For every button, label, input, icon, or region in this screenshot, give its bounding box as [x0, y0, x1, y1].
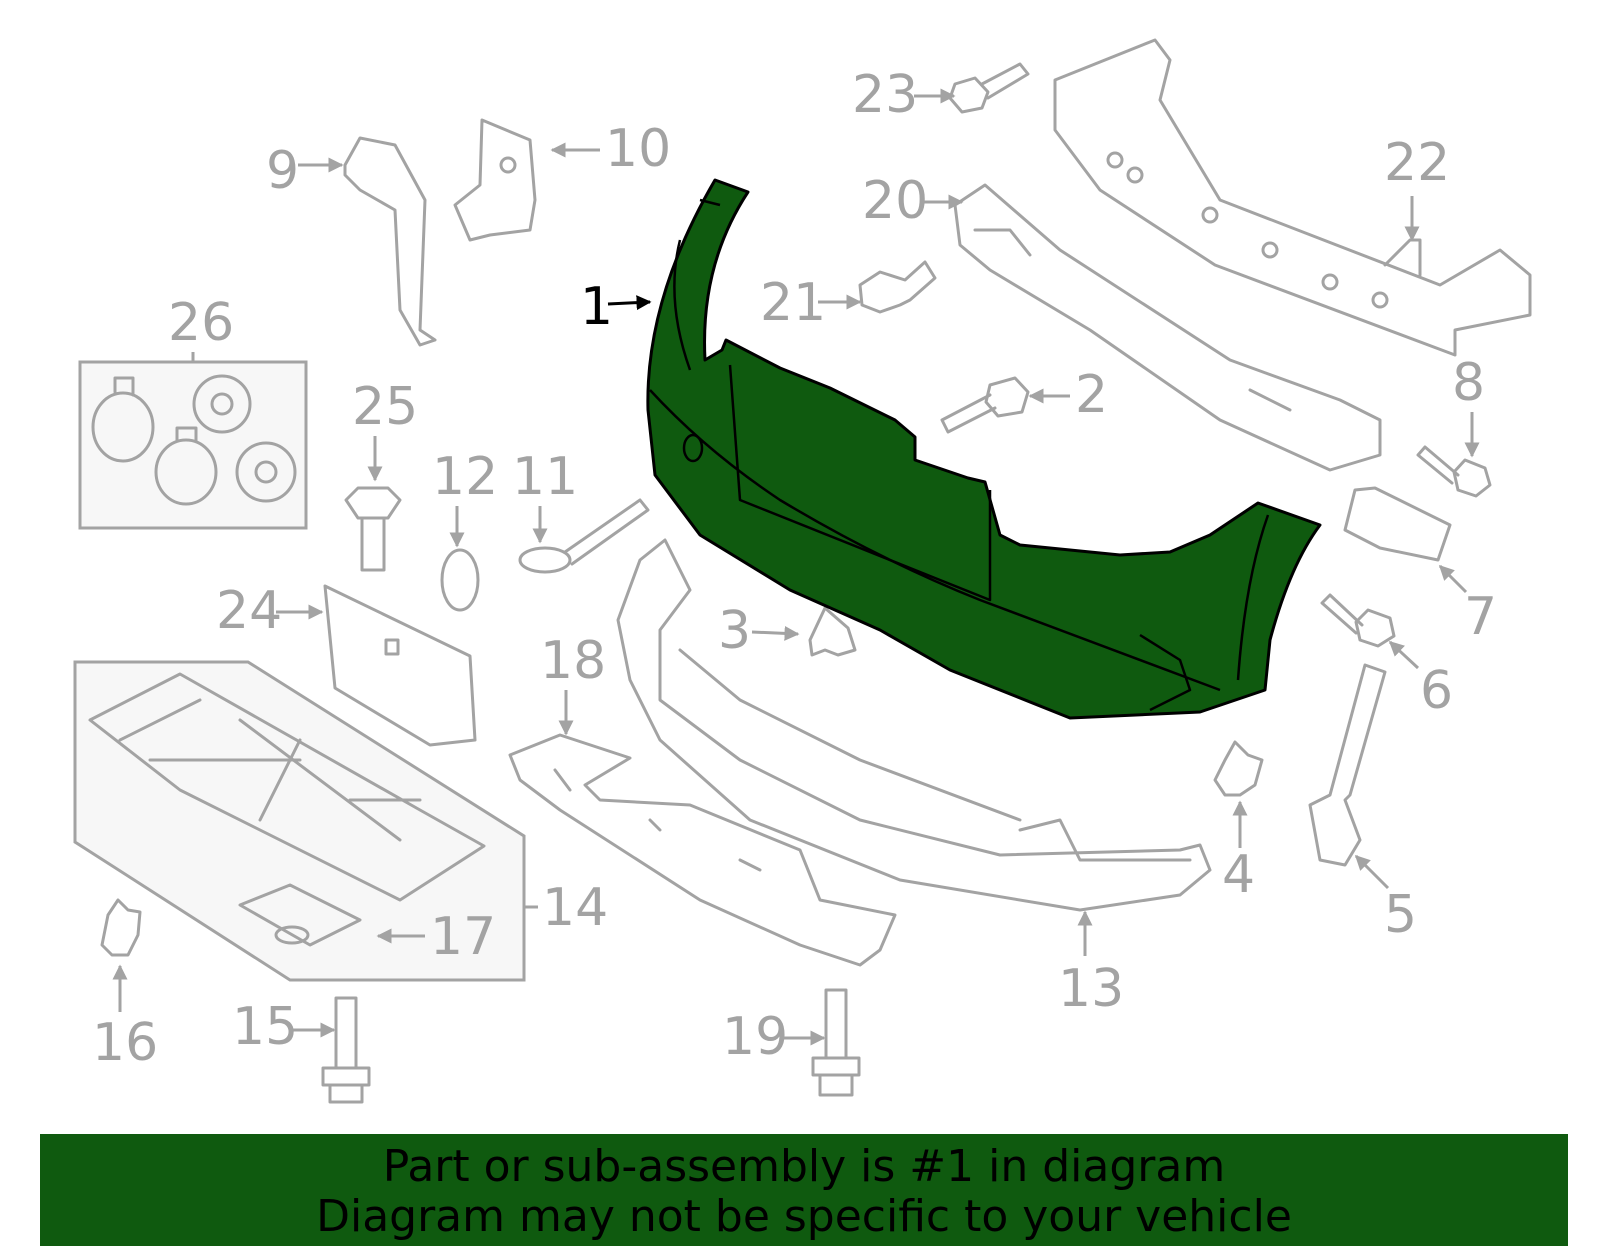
svg-text:15: 15 — [232, 997, 298, 1057]
callout-6: 6 — [1388, 640, 1453, 721]
part-23-bolt[interactable] — [948, 62, 1030, 114]
svg-text:14: 14 — [542, 878, 608, 938]
svg-text:6: 6 — [1420, 661, 1453, 721]
part-13-lower-cover[interactable] — [616, 538, 1212, 912]
svg-text:1: 1 — [580, 277, 613, 337]
callout-13: 13 — [1058, 910, 1124, 1019]
svg-text:16: 16 — [92, 1013, 158, 1073]
banner-line-1: Part or sub-assembly is #1 in diagram — [382, 1141, 1226, 1192]
svg-text:13: 13 — [1058, 959, 1124, 1019]
callout-19: 19 — [722, 1007, 826, 1067]
callout-5: 5 — [1354, 854, 1417, 945]
svg-text:19: 19 — [722, 1007, 788, 1067]
part-10-bracket[interactable] — [453, 118, 537, 242]
part-25-bolt[interactable] — [344, 486, 402, 572]
callout-1: 1 — [580, 277, 652, 337]
callout-23: 23 — [852, 65, 956, 125]
svg-text:23: 23 — [852, 65, 918, 125]
part-5-bracket[interactable] — [1308, 663, 1387, 867]
callout-10: 10 — [550, 119, 671, 179]
callout-9: 9 — [266, 141, 344, 201]
svg-text:4: 4 — [1222, 845, 1255, 905]
svg-text:20: 20 — [862, 171, 928, 231]
part-22-reinforcement[interactable] — [1053, 38, 1532, 357]
svg-text:25: 25 — [352, 377, 418, 437]
svg-text:12: 12 — [432, 447, 498, 507]
part-7-bracket[interactable] — [1343, 486, 1452, 562]
callout-8: 8 — [1452, 353, 1485, 458]
callout-18: 18 — [540, 631, 606, 736]
part-24-panel[interactable] — [323, 584, 477, 747]
callout-2: 2 — [1028, 365, 1108, 425]
svg-text:18: 18 — [540, 631, 606, 691]
svg-text:8: 8 — [1452, 353, 1485, 413]
part-8-bolt[interactable] — [1416, 445, 1492, 498]
callout-26: 26 — [168, 293, 234, 362]
part-26-plug-kit[interactable] — [78, 360, 308, 530]
part-11-clip[interactable] — [518, 498, 650, 574]
callout-20: 20 — [862, 171, 964, 231]
part-12-grommet[interactable] — [440, 548, 480, 612]
callout-4: 4 — [1222, 800, 1255, 905]
part-18-lower-bracket[interactable] — [508, 733, 897, 967]
svg-text:2: 2 — [1075, 365, 1108, 425]
part-1-bumper-cover[interactable] — [646, 178, 1322, 720]
part-15-bolt[interactable] — [321, 996, 371, 1104]
part-21-clip[interactable] — [858, 260, 937, 314]
part-20-absorber[interactable] — [953, 183, 1382, 472]
svg-text:24: 24 — [216, 581, 282, 641]
callout-25: 25 — [352, 377, 418, 482]
part-4-clip[interactable] — [1213, 740, 1264, 797]
part-19-bolt[interactable] — [811, 988, 861, 1097]
banner-line-2: Diagram may not be specific to your vehi… — [316, 1191, 1292, 1242]
svg-text:26: 26 — [168, 293, 234, 353]
callout-7: 7 — [1438, 564, 1497, 647]
callout-15: 15 — [232, 997, 336, 1057]
svg-text:22: 22 — [1384, 133, 1450, 193]
callout-16: 16 — [92, 964, 158, 1073]
part-16-clip[interactable] — [100, 898, 142, 957]
part-14-under-cover[interactable] — [73, 660, 526, 982]
svg-text:5: 5 — [1384, 885, 1417, 945]
callout-14: 14 — [524, 878, 608, 938]
part-6-bolt[interactable] — [1320, 593, 1396, 648]
svg-text:21: 21 — [760, 273, 826, 333]
callout-3: 3 — [718, 601, 800, 661]
part-2-bolt[interactable] — [940, 376, 1030, 434]
callout-21: 21 — [760, 273, 862, 333]
part-9-bracket[interactable] — [343, 136, 437, 347]
svg-text:3: 3 — [718, 601, 751, 661]
svg-text:7: 7 — [1464, 587, 1497, 647]
callout-17: 17 — [376, 907, 496, 967]
svg-text:17: 17 — [430, 907, 496, 967]
info-banner: Part or sub-assembly is #1 in diagram Di… — [40, 1134, 1568, 1246]
part-3-clip[interactable] — [808, 606, 857, 657]
svg-text:10: 10 — [605, 119, 671, 179]
svg-text:9: 9 — [266, 141, 299, 201]
callout-12: 12 — [432, 447, 498, 548]
callout-11: 11 — [512, 447, 578, 544]
callout-24: 24 — [216, 581, 324, 641]
svg-text:11: 11 — [512, 447, 578, 507]
callout-22: 22 — [1384, 133, 1450, 242]
